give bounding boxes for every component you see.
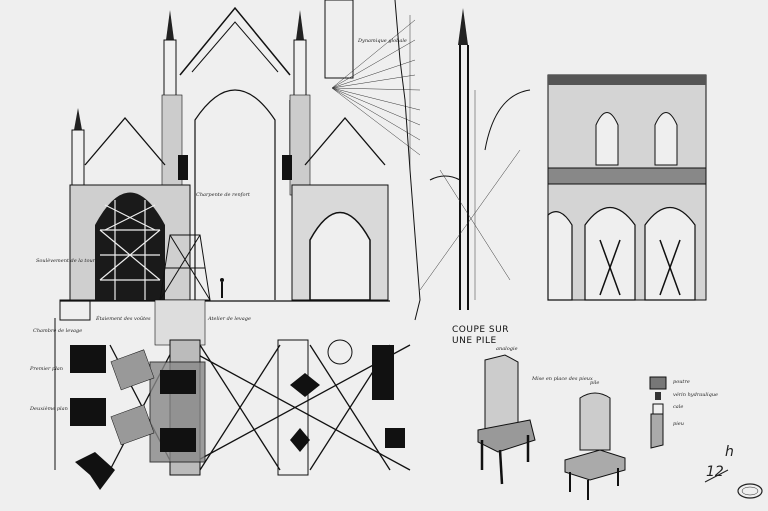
label-chambre: Chambre de levage (33, 328, 82, 334)
dynamic-construction-lines: Dynamique globale (324, 0, 421, 321)
label-mise-en-place: Mise en place des pieux (531, 376, 593, 382)
sheet-mark: h (725, 444, 734, 460)
caption-line-1: COUPE SUR (452, 325, 509, 335)
hydraulic-jack-detail: poutre vérin hydraulique cale pieu (649, 376, 718, 449)
label-verin-2: vérin hydraulique (673, 391, 718, 398)
sheet-number: 12 (706, 464, 724, 480)
human-figure (220, 278, 224, 298)
cathedral-cross-section (59, 6, 468, 346)
isometric-pier-on-piles: analogie Mise en place des pieux (477, 346, 593, 485)
caption-line-2: UNE PILE (452, 336, 497, 346)
label-pile: pile (590, 380, 599, 386)
archive-stamp (737, 483, 763, 499)
tower-scaffold (159, 234, 211, 301)
pinnacle (71, 8, 468, 191)
label-analogie: analogie (496, 346, 518, 352)
label-dynamique: Dynamique globale (357, 38, 407, 44)
interior-elevation (547, 74, 707, 301)
label-charpente: Charpente de renfort (196, 192, 251, 198)
label-etaiement: Étaiement des voûtes (95, 314, 151, 322)
label-premier-plan: Premier plan (29, 366, 63, 372)
timber-scaffold (99, 200, 161, 300)
label-soulevement: Soulèvement de la tour (36, 257, 96, 264)
isometric-round-pile: pile (564, 380, 626, 500)
label-deuxieme-plan: Deuxième plan (29, 405, 68, 412)
floor-plan: Soulèvement de la tour Charpente de renf… (29, 192, 411, 490)
label-verin-4: pieu (673, 421, 684, 427)
label-atelier: Atelier de levage (207, 316, 251, 322)
pier-plans (70, 345, 405, 490)
pile-section: COUPE SUR UNE PILE (419, 45, 531, 346)
label-verin-3: cale (673, 404, 683, 410)
label-verin-1: poutre (673, 379, 690, 385)
